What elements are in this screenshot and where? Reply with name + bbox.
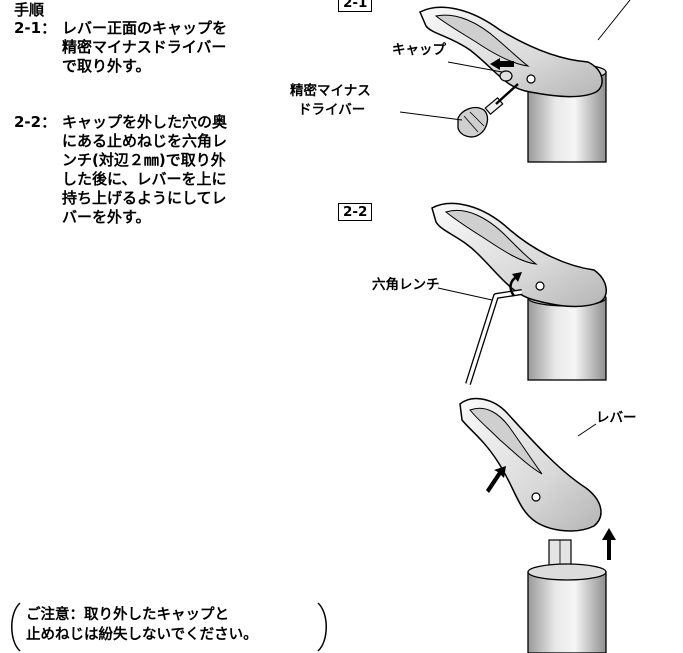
procedure-heading: 手順 xyxy=(14,1,45,19)
screwdriver-leader-line xyxy=(399,111,463,121)
up-arrow-icon xyxy=(602,528,616,560)
diagonal-up-arrow-icon xyxy=(486,466,506,493)
step-line: にある止めねじを六角レ xyxy=(62,132,228,150)
step-text: レバー正面のキャップを 精密マイナスドライバー で取り外す。 xyxy=(62,19,227,76)
cap-label: キャップ xyxy=(392,42,446,58)
step-line: で取り外す。 xyxy=(62,57,151,75)
step-line: レバー正面のキャップを xyxy=(62,19,228,37)
caution-brackets xyxy=(11,602,327,652)
step-line: 持ち上げるようにしてレ xyxy=(62,189,227,207)
figure-label-2-1: 2-1 xyxy=(338,0,373,12)
hex-wrench-leader-line xyxy=(437,287,493,301)
step-line: 精密マイナスドライバー xyxy=(62,38,227,56)
step-line: した後に、レバーを上に xyxy=(62,170,227,188)
figure-label-2-2: 2-2 xyxy=(338,203,373,221)
lever-label: レバー xyxy=(596,410,637,426)
left-arrow-icon xyxy=(490,58,514,70)
step-line: バーを外す。 xyxy=(62,208,151,226)
caution-line: ご注意：取り外したキャップと xyxy=(26,607,229,623)
cap-leader-line xyxy=(447,61,503,73)
hex-wrench-label: 六角レンチ xyxy=(372,277,440,293)
step-number: 2-2： xyxy=(14,113,57,131)
screwdriver-label-line2: ドライバー xyxy=(298,102,366,118)
lever-fig1 xyxy=(419,0,631,98)
step-line: ンチ(対辺２㎜)で取り外 xyxy=(62,151,226,169)
screwdriver-icon xyxy=(457,83,519,138)
faucet-body-fig3 xyxy=(527,563,607,653)
step-number: 2-1： xyxy=(14,19,57,37)
rotate-arrow-icon xyxy=(509,272,522,297)
hex-wrench-icon xyxy=(465,289,523,385)
caution-note: ご注意：取り外したキャップと 止めねじは紛失しないでください。 xyxy=(8,601,330,653)
lever-fig2 xyxy=(431,202,607,308)
lever-removed xyxy=(459,397,602,532)
screwdriver-label-line1: 精密マイナス xyxy=(290,83,371,99)
cap-part xyxy=(499,70,536,84)
caution-line: 止めねじは紛失しないでください。 xyxy=(26,627,258,643)
step-text: キャップを外した穴の奥 にある止めねじを六角レ ンチ(対辺２㎜)で取り外 した後… xyxy=(62,113,227,227)
step-line: キャップを外した穴の奥 xyxy=(62,113,228,131)
